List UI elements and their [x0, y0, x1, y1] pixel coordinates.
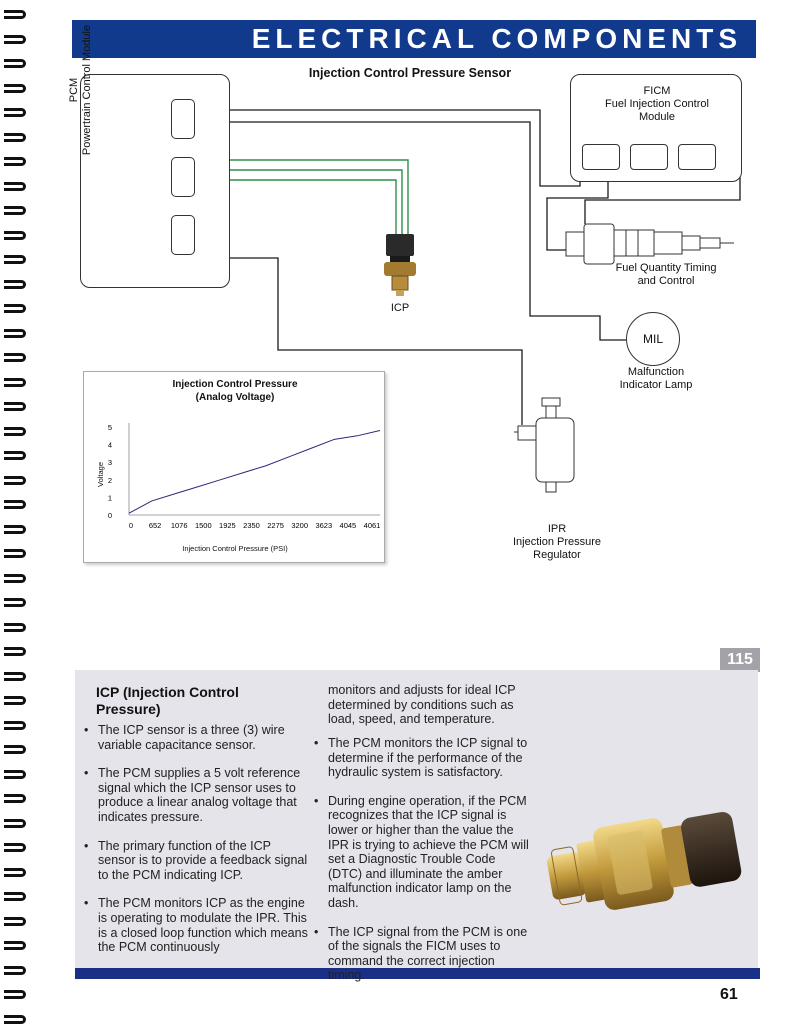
section-tab-number: 115 [720, 648, 760, 672]
ficm-connector-2 [630, 144, 668, 170]
pcm-label-line: PCM [68, 10, 81, 170]
chart-x-tick-label: 1076 [171, 521, 188, 530]
ipr-label-line: IPR [500, 523, 614, 536]
pcm-module-box [80, 74, 230, 288]
bullet-list-column-1: The ICP sensor is a three (3) wire varia… [84, 723, 310, 969]
injector-label-line: Fuel Quantity Timing [610, 262, 722, 275]
page-number: 61 [720, 986, 738, 1004]
chart-x-tick-label: 2275 [267, 521, 284, 530]
chart-x-tick-label: 1500 [195, 521, 212, 530]
icp-sensor-photo [540, 790, 750, 930]
chart-y-tick-label: 2 [108, 476, 112, 485]
chart-x-axis-label: Injection Control Pressure (PSI) [84, 544, 386, 553]
chart-plot: 0 1 2 3 4 5 0 652 1076 1500 1925 2350 2275 3200 3623 40… [84, 372, 386, 564]
mil-caption-line: Indicator Lamp [604, 379, 708, 392]
ficm-connector-3 [678, 144, 716, 170]
chart-x-tick-label: 4045 [340, 521, 357, 530]
mil-lamp: MIL [626, 312, 680, 366]
fuel-injector-icon [566, 224, 734, 264]
list-item: The primary function of the ICP sensor i… [84, 839, 310, 883]
chart-x-tick-label: 652 [149, 521, 162, 530]
chart-y-axis-label: Voltage [96, 462, 105, 487]
injector-label-line: and Control [610, 275, 722, 288]
chart-x-tick-label: 1925 [219, 521, 236, 530]
list-item: The ICP signal from the PCM is one of th… [314, 925, 532, 983]
chart-y-tick-label: 3 [108, 458, 112, 467]
mil-caption-line: Malfunction [604, 366, 708, 379]
chart-y-tick-label: 0 [108, 511, 112, 520]
chart-series-line [129, 431, 380, 514]
ficm-label-line: Module [571, 111, 743, 124]
icp-voltage-chart: Injection Control Pressure (Analog Volta… [83, 371, 385, 563]
panel-heading: ICP (Injection Control Pressure) [96, 684, 296, 718]
mil-caption: Malfunction Indicator Lamp [604, 366, 708, 392]
ipr-regulator-icon [514, 398, 574, 492]
column-2-continuation: monitors and adjusts for ideal ICP deter… [328, 683, 528, 727]
icp-label: ICP [370, 302, 430, 315]
injector-label: Fuel Quantity Timing and Control [610, 262, 722, 288]
chart-x-tick-label: 0 [129, 521, 133, 530]
list-item: The ICP sensor is a three (3) wire varia… [84, 723, 310, 752]
bullet-list-column-2: The PCM monitors the ICP signal to deter… [314, 736, 532, 997]
pcm-connector-2 [171, 157, 195, 197]
chart-x-tick-label: 3623 [315, 521, 332, 530]
pcm-label: PCM Powertrain Control Module [68, 10, 94, 170]
ipr-label: IPR Injection Pressure Regulator [500, 523, 614, 562]
ipr-label-line: Regulator [500, 549, 614, 562]
pcm-connector-3 [171, 215, 195, 255]
chart-x-tick-label: 3200 [291, 521, 308, 530]
ficm-label-line: Fuel Injection Control [571, 98, 743, 111]
chart-y-tick-label: 4 [108, 441, 112, 450]
chart-y-tick-label: 5 [108, 423, 112, 432]
chart-x-tick-label: 2350 [243, 521, 260, 530]
pcm-connector-1 [171, 99, 195, 139]
chart-y-tick-label: 1 [108, 493, 112, 502]
list-item: The PCM supplies a 5 volt reference sign… [84, 766, 310, 824]
pcm-label-line: Powertrain Control Module [81, 10, 94, 170]
ipr-label-line: Injection Pressure [500, 536, 614, 549]
ficm-connector-1 [582, 144, 620, 170]
icp-sensor-icon [384, 234, 416, 296]
list-item: The PCM monitors ICP as the engine is op… [84, 896, 310, 954]
chart-x-tick-label: 4061 [364, 521, 381, 530]
mil-label: MIL [643, 332, 663, 346]
list-item: The PCM monitors the ICP signal to deter… [314, 736, 532, 780]
list-item: During engine operation, if the PCM reco… [314, 794, 532, 911]
ficm-label: FICM Fuel Injection Control Module [571, 85, 743, 124]
ficm-label-line: FICM [571, 85, 743, 98]
